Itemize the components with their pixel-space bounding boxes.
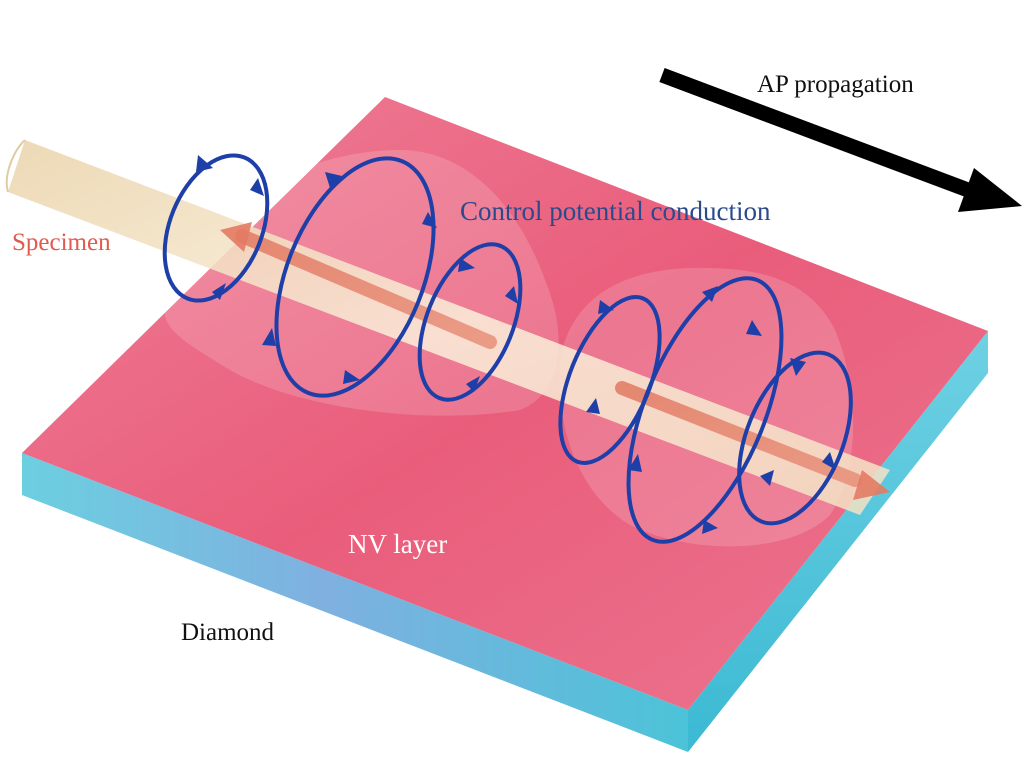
current-arrow-left xyxy=(220,222,497,349)
diamond-front-face xyxy=(22,453,688,752)
loop-arrowhead xyxy=(586,398,600,414)
loop-arrowhead xyxy=(466,376,480,392)
loop-arrowhead xyxy=(822,452,836,470)
ap-propagation-label: AP propagation xyxy=(757,71,914,98)
loop-arrowhead xyxy=(628,454,642,472)
loop-arrowhead xyxy=(262,328,276,346)
field-loop xyxy=(626,276,784,544)
field-loops-right-group xyxy=(558,276,853,544)
nv-layer-label: NV layer xyxy=(348,529,448,559)
field-loop xyxy=(162,153,270,303)
field-loop xyxy=(274,156,436,398)
loop-arrowhead xyxy=(505,286,518,304)
loop-arrowhead xyxy=(212,283,226,300)
loop-arrowhead xyxy=(343,370,360,384)
current-arrow-right xyxy=(615,381,890,500)
specimen-label: Specimen xyxy=(12,229,111,256)
ap-direction-arrow xyxy=(659,67,1022,212)
control-potential-label: Control potential conduction xyxy=(460,196,771,226)
loop-arrowhead xyxy=(760,470,774,486)
loop-arrowhead xyxy=(746,320,762,336)
field-loops-left-group xyxy=(162,153,523,402)
field-loop xyxy=(417,242,523,402)
loop-arrowhead xyxy=(598,300,614,314)
field-loop-arrowheads xyxy=(196,155,836,534)
loop-arrowhead xyxy=(325,172,342,188)
loop-arrowhead xyxy=(250,178,264,196)
specimen-fiber-end xyxy=(5,139,26,193)
loop-arrowhead xyxy=(458,258,475,272)
diamond-right-face xyxy=(688,331,988,752)
field-loop xyxy=(737,350,853,526)
diamond-label: Diamond xyxy=(181,619,275,646)
loop-arrowhead xyxy=(790,358,806,376)
loop-arrowhead xyxy=(702,520,718,534)
loop-arrowhead xyxy=(422,212,437,228)
loop-arrowhead xyxy=(196,155,213,172)
loop-arrowhead xyxy=(702,286,718,302)
